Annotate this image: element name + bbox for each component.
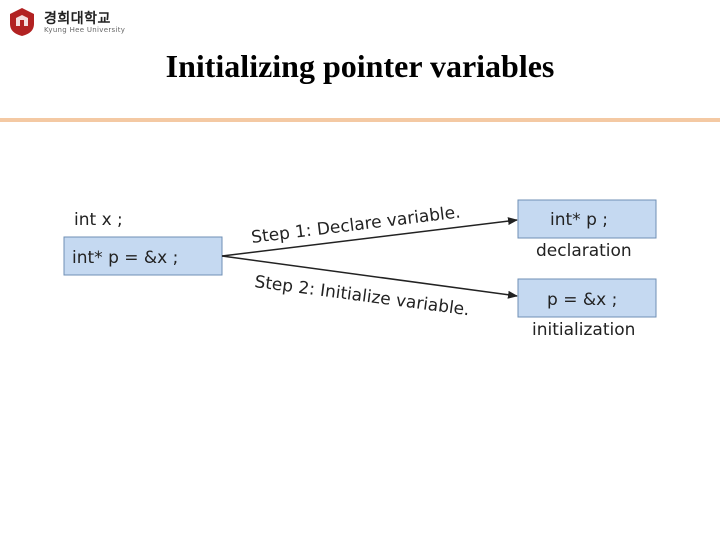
pointer-diagram: int x ; int* p = &x ; Step 1: Declare va… <box>63 199 657 340</box>
declaration-caption: declaration <box>536 241 632 261</box>
declaration-box <box>517 199 657 239</box>
code-line-pointer-init: int* p = &x ; <box>72 248 178 268</box>
code-line-2-highlight <box>63 236 223 276</box>
page-title: Initializing pointer variables <box>165 48 555 84</box>
declaration-code: int* p ; <box>550 210 608 230</box>
arrow-step2 <box>221 255 518 299</box>
initialization-caption: initialization <box>532 320 635 340</box>
logo-korean-text: 경희대학교 <box>44 11 111 27</box>
university-logo: 경희대학교 Kyung Hee University <box>6 6 146 38</box>
university-emblem-icon <box>10 8 34 36</box>
title-divider <box>0 118 720 122</box>
initialization-code: p = &x ; <box>547 290 617 310</box>
code-line-declare-x: int x ; <box>74 210 123 230</box>
arrow-step1 <box>221 217 518 257</box>
step1-label: Step 1: Declare variable. <box>250 202 461 248</box>
initialization-box <box>517 278 657 318</box>
logo-english-text: Kyung Hee University <box>44 26 126 34</box>
step2-label: Step 2: Initialize variable. <box>253 272 470 320</box>
